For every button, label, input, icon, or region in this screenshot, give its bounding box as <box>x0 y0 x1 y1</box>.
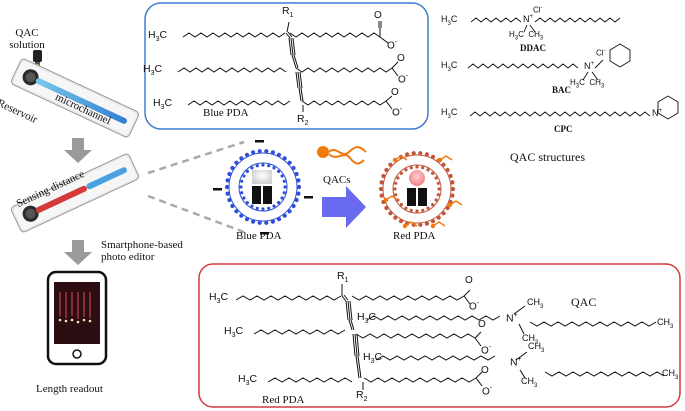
red-h3c-2: H3C <box>224 325 244 340</box>
red-qac-h3c-2: H3C <box>363 351 383 366</box>
red-h3c-3: H3C <box>238 373 258 388</box>
blue-pda-structure <box>177 21 399 112</box>
cpc-n: N+ <box>652 108 663 118</box>
red-ch3-1: CH3 <box>527 297 544 310</box>
blue-r1-label: R1 <box>282 5 294 20</box>
red-ch3-4: CH3 <box>521 376 538 389</box>
bac-cl: Cl- <box>596 48 606 58</box>
blue-o-minus-1: O- <box>387 39 398 52</box>
ddac-h3c: H3C <box>441 14 458 27</box>
qac-molecule-icon <box>317 146 367 165</box>
transition-arrow <box>322 186 366 228</box>
blue-o-minus-2: O- <box>398 73 409 86</box>
cpc-label: CPC <box>554 124 573 134</box>
red-h3c-1: H3C <box>209 291 229 306</box>
blue-h3c-1: H3C <box>148 29 168 44</box>
blue-box-label: Blue PDA <box>203 107 249 119</box>
red-pda-structure <box>235 284 665 390</box>
red-o-2: O <box>478 319 486 330</box>
blue-h3c-3: H3C <box>153 97 173 112</box>
blue-o-minus-3: O- <box>392 106 403 119</box>
zoom-line-bottom <box>147 194 245 234</box>
length-readout-label: Length readout <box>36 383 103 395</box>
red-ch3-2: CH3 <box>522 333 539 346</box>
red-box-label: Red PDA <box>262 394 305 406</box>
ddac-cl: Cl- <box>533 5 543 15</box>
red-qac-label: QAC <box>571 295 597 309</box>
qacs-arrow-label: QACs <box>323 174 351 186</box>
red-r1-label: R1 <box>337 270 349 285</box>
red-o-1: O <box>465 275 473 286</box>
red-qac-n-2: N+ <box>510 356 522 369</box>
red-o-minus-3: O- <box>482 385 493 398</box>
chip-bottom-icon <box>10 153 140 233</box>
ddac-methyls: H3C CH3 <box>509 30 544 42</box>
gray-arrow-2 <box>64 240 92 265</box>
bac-h3c: H3C <box>441 60 458 73</box>
qac-structures-drawing <box>467 17 679 120</box>
blue-o-2: O <box>397 53 405 64</box>
bac-label: BAC <box>552 85 572 95</box>
blue-h3c-2: H3C <box>143 63 163 78</box>
red-qac-h3c-1: H3C <box>357 311 377 326</box>
blue-o-3: O <box>391 87 399 98</box>
smartphone-icon <box>46 270 108 366</box>
gray-arrow-1 <box>64 138 92 163</box>
bac-n: N+ <box>584 61 595 71</box>
qac-structures-title: QAC structures <box>510 150 585 164</box>
red-pda-box <box>198 263 681 408</box>
red-o-minus-2: O- <box>481 344 492 357</box>
negative-charge-marks <box>213 140 313 235</box>
qac-solution-label: QAC solution <box>9 27 45 51</box>
bac-methyls: H3C CH3 <box>570 78 605 90</box>
blue-r2-label: R2 <box>297 113 309 128</box>
red-ch3-5: CH3 <box>657 317 674 330</box>
zoom-line-top <box>147 140 245 175</box>
ddac-n: N+ <box>523 14 534 24</box>
cpc-h3c: H3C <box>441 107 458 120</box>
blue-o-1: O <box>374 10 382 21</box>
blue-pda-box <box>144 2 429 130</box>
red-r2-label: R2 <box>356 389 368 404</box>
ddac-label: DDAC <box>520 43 546 53</box>
photo-editor-label: Smartphone-based photo editor <box>101 239 183 263</box>
red-ch3-6: CH3 <box>662 368 679 381</box>
red-liposome-icon <box>382 154 452 224</box>
red-o-3: O <box>481 365 489 376</box>
blue-pda-center-label: Blue PDA <box>236 230 282 242</box>
red-pda-center-label: Red PDA <box>393 230 436 242</box>
chip-top-icon <box>10 58 140 138</box>
red-o-minus-1: O- <box>469 300 480 313</box>
red-qac-n-1: N+ <box>506 312 518 325</box>
red-ch3-3: CH3 <box>528 341 545 354</box>
